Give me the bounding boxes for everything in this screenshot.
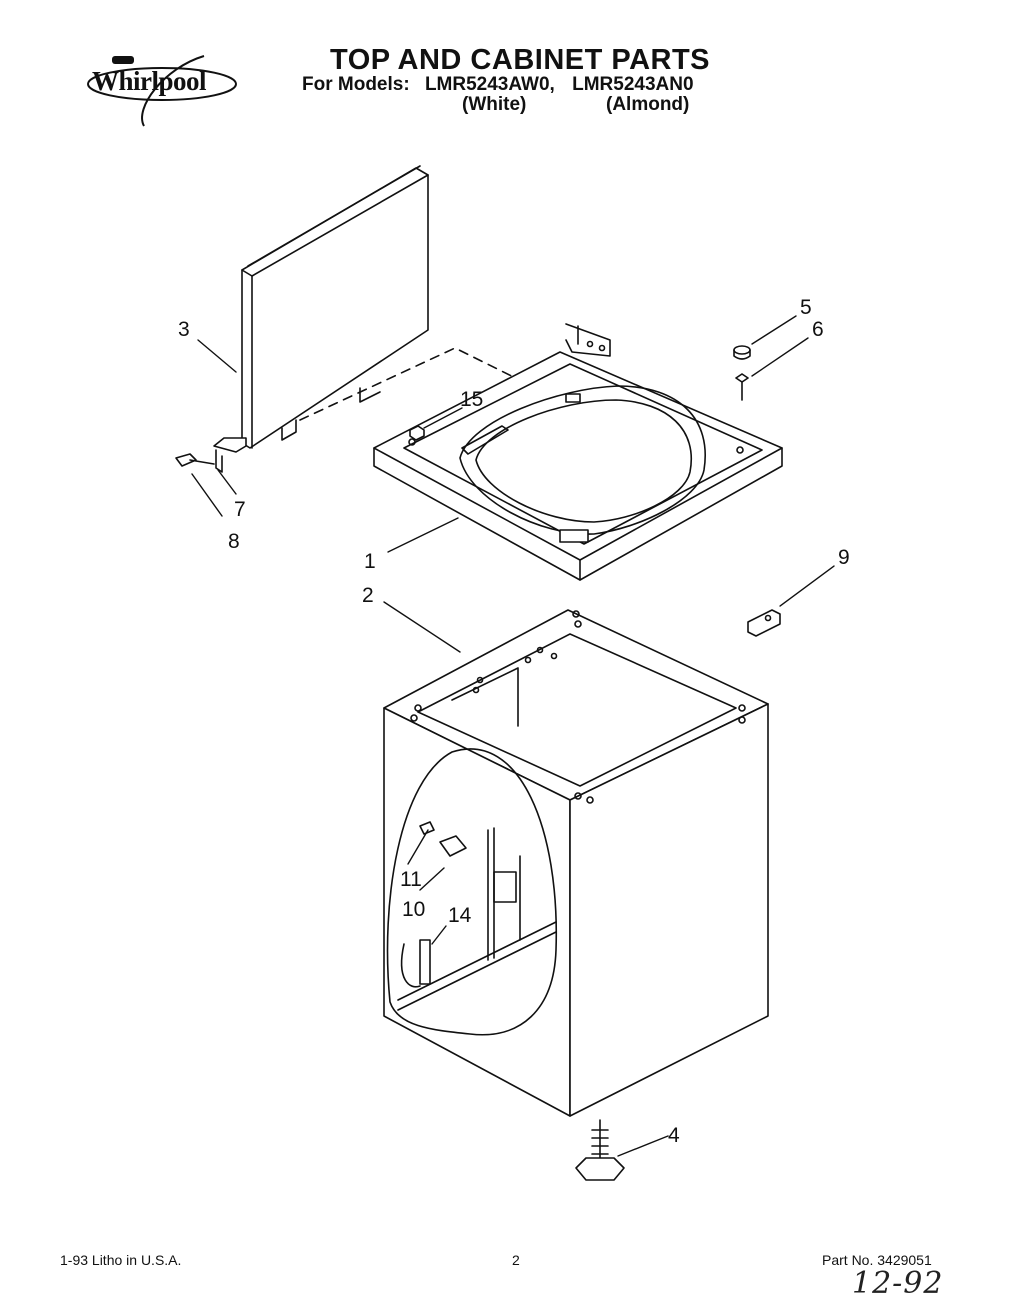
callout-7: 7 <box>234 498 246 521</box>
callout-8: 8 <box>228 530 240 553</box>
callout-14: 14 <box>448 904 472 927</box>
models-line: For Models: LMR5243AW0, LMR5243AN0 <box>302 74 694 96</box>
variant-almond: (Almond) <box>606 94 690 115</box>
models-label: For Models: <box>302 74 410 95</box>
footer-page-number: 2 <box>512 1252 520 1268</box>
callout-10: 10 <box>402 898 426 921</box>
callout-2: 2 <box>362 584 374 607</box>
top-clip-hardware <box>733 345 751 401</box>
handwritten-date: 12-92 <box>852 1266 944 1301</box>
hinge-hardware <box>175 437 247 473</box>
variant-white: (White) <box>462 94 527 115</box>
callout-1: 1 <box>364 550 376 573</box>
cabinet-bracket <box>747 609 781 637</box>
top-frame-part <box>373 323 783 581</box>
top-small-clip <box>409 425 425 441</box>
callout-11: 11 <box>400 868 422 891</box>
cabinet-part <box>383 609 769 1117</box>
callout-5: 5 <box>800 296 812 319</box>
callout-9: 9 <box>838 546 850 569</box>
footer-part-number: Part No. 3429051 <box>822 1252 932 1268</box>
callout-4: 4 <box>668 1124 680 1147</box>
callout-15: 15 <box>460 388 484 411</box>
model-white: LMR5243AW0, <box>424 74 555 95</box>
lid-part <box>241 165 429 449</box>
callout-leaders <box>191 315 835 1157</box>
leveling-foot <box>575 1119 625 1181</box>
callout-6: 6 <box>812 318 824 341</box>
model-almond: LMR5243AN0 <box>572 74 694 95</box>
callout-3: 3 <box>178 318 190 341</box>
footer-litho: 1-93 Litho in U.S.A. <box>60 1252 182 1268</box>
brand-name: Whirlpool <box>92 66 207 96</box>
page-title: TOP AND CABINET PARTS <box>330 44 711 76</box>
whirlpool-logo <box>87 55 237 127</box>
